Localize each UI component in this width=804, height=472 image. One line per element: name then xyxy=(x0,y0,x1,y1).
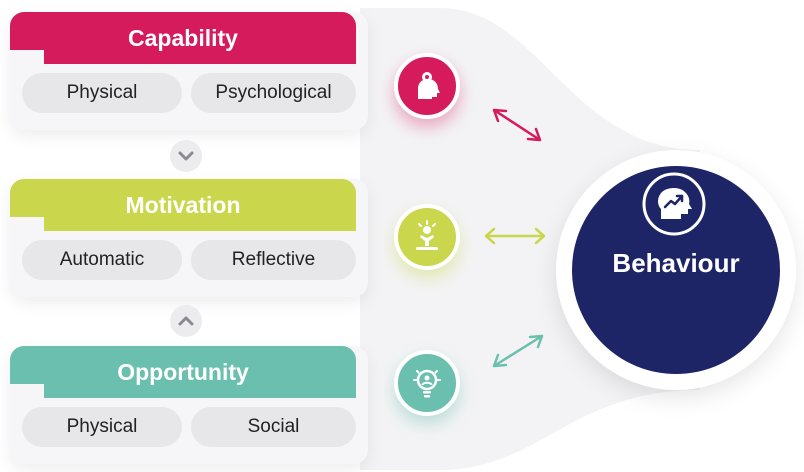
motivation-card: Motivation Automatic Reflective xyxy=(10,179,368,297)
capability-title: Capability xyxy=(128,24,238,51)
opportunity-header: Opportunity xyxy=(10,346,356,398)
behaviour-label: Behaviour xyxy=(612,248,740,278)
capability-psychological-pill: Psychological xyxy=(191,73,356,113)
motivation-header: Motivation xyxy=(10,179,356,231)
cheering-person-icon xyxy=(394,204,460,270)
chevron-up-icon xyxy=(170,305,202,337)
capability-card: Capability Physical Psychological xyxy=(10,12,368,130)
motivation-title: Motivation xyxy=(125,191,241,218)
capability-bidirectional-arrow xyxy=(492,108,542,142)
motivation-automatic-pill: Automatic xyxy=(22,240,182,280)
head-gear-icon xyxy=(394,53,460,119)
opportunity-social-pill: Social xyxy=(191,407,356,447)
head-growth-icon xyxy=(642,172,706,236)
motivation-bidirectional-arrow xyxy=(484,227,546,245)
capability-header: Capability xyxy=(10,12,356,64)
lightbulb-person-icon xyxy=(394,350,460,416)
opportunity-bidirectional-arrow xyxy=(492,334,544,368)
motivation-reflective-pill: Reflective xyxy=(191,240,356,280)
chevron-down-icon xyxy=(170,140,202,172)
opportunity-physical-pill: Physical xyxy=(22,407,182,447)
opportunity-title: Opportunity xyxy=(117,358,249,385)
opportunity-card: Opportunity Physical Social xyxy=(10,346,368,464)
capability-physical-pill: Physical xyxy=(22,73,182,113)
